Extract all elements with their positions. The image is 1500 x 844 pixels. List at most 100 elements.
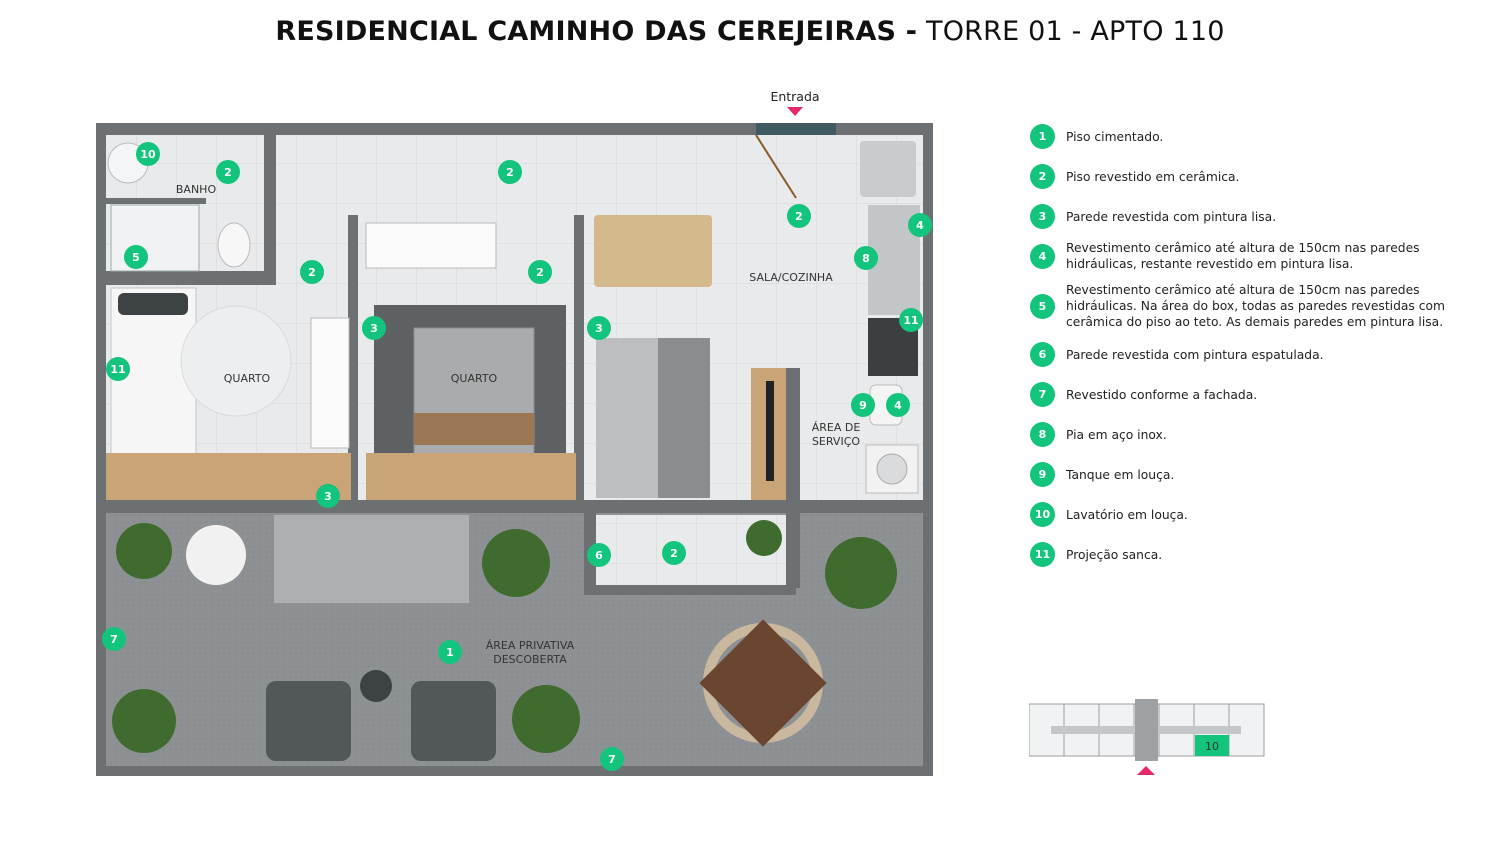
plan-marker: 9: [851, 393, 875, 417]
plants: [112, 520, 897, 753]
entrance-arrow-icon: [787, 107, 803, 116]
legend-item: 1 Piso cimentado.: [1030, 124, 1451, 149]
svg-text:11: 11: [903, 314, 918, 327]
plan-marker: 7: [102, 627, 126, 651]
legend-text: Parede revestida com pintura espatulada.: [1066, 347, 1324, 362]
room-label-quarto-1: QUARTO: [224, 372, 271, 385]
washer-drum: [876, 453, 908, 485]
legend-item: 3 Parede revestida com pintura lisa.: [1030, 204, 1451, 229]
side-table-round: [186, 525, 246, 585]
toilet: [217, 222, 251, 268]
svg-text:2: 2: [670, 547, 678, 560]
plan-marker: 2: [787, 204, 811, 228]
plan-marker: 2: [300, 260, 324, 284]
svg-text:9: 9: [859, 399, 867, 412]
plan-marker: 2: [498, 160, 522, 184]
svg-text:11: 11: [110, 363, 125, 376]
legend-item: 10 Lavatório em louça.: [1030, 502, 1451, 527]
wardrobe-1: [310, 317, 350, 449]
headboard-2: [366, 453, 576, 500]
room-label-area-privativa-1: ÁREA PRIVATIVA: [486, 639, 575, 652]
legend-number: 10: [1030, 502, 1055, 527]
svg-text:8: 8: [862, 252, 870, 265]
outdoor-dining-table: [699, 619, 827, 747]
svg-text:2: 2: [536, 266, 544, 279]
legend-text: Tanque em louça.: [1066, 467, 1175, 482]
room-label-banho: BANHO: [176, 183, 217, 196]
pillow: [118, 293, 188, 315]
wardrobe-2: [365, 222, 497, 269]
plan-marker: 4: [886, 393, 910, 417]
dining-table: [594, 215, 712, 287]
shower-box: [110, 204, 200, 272]
key-plan-core: [1135, 699, 1158, 761]
desk-1: [106, 453, 351, 500]
plan-marker: 1: [438, 640, 462, 664]
svg-text:3: 3: [324, 490, 332, 503]
floor-plan: BANHO QUARTO QUARTO SALA/COZINHA ÁREA DE…: [96, 123, 933, 776]
legend-text: Piso cimentado.: [1066, 129, 1164, 144]
living-rug: [658, 338, 710, 498]
plan-marker: 3: [316, 484, 340, 508]
coffee-table: [360, 670, 392, 702]
plan-marker: 11: [106, 357, 130, 381]
legend-text: Pia em aço inox.: [1066, 427, 1167, 442]
legend-number: 2: [1030, 164, 1055, 189]
svg-text:1: 1: [446, 646, 454, 659]
fridge: [860, 141, 916, 197]
svg-text:4: 4: [916, 219, 924, 232]
plan-marker: 11: [899, 308, 923, 332]
legend-text: Revestimento cerâmico até altura de 150c…: [1066, 283, 1445, 329]
plan-marker: 7: [600, 747, 624, 771]
legend-text: Lavatório em louça.: [1066, 507, 1188, 522]
tv: [766, 381, 774, 481]
rug-round: [180, 305, 292, 417]
plan-marker: 10: [136, 142, 160, 166]
svg-text:2: 2: [224, 166, 232, 179]
legend-text: Projeção sanca.: [1066, 547, 1163, 562]
plan-marker: 6: [587, 543, 611, 567]
plan-marker: 2: [662, 541, 686, 565]
legend-item: 2 Piso revestido em cerâmica.: [1030, 164, 1451, 189]
sofa: [596, 338, 658, 498]
plan-marker: 3: [362, 316, 386, 340]
entrance-door: [755, 134, 797, 199]
plan-marker: 3: [587, 316, 611, 340]
legend-text: Revestimento cerâmico até altura de 150c…: [1066, 241, 1420, 271]
svg-text:5: 5: [132, 251, 140, 264]
room-label-quarto-2: QUARTO: [451, 372, 498, 385]
legend-number: 4: [1030, 243, 1055, 269]
legend-item: 4 Revestimento cerâmico até altura de 150…: [1030, 240, 1451, 272]
key-plan-highlighted-unit: [1195, 735, 1229, 756]
svg-text:2: 2: [308, 266, 316, 279]
bed-blanket: [414, 413, 534, 445]
svg-text:6: 6: [595, 549, 603, 562]
legend-text: Parede revestida com pintura lisa.: [1066, 209, 1277, 224]
svg-text:10: 10: [140, 148, 156, 161]
outdoor-sofa: [274, 515, 469, 603]
page-title: RESIDENCIAL CAMINHO DAS CEREJEIRAS - TOR…: [275, 16, 1225, 47]
legend-item: 6 Parede revestida com pintura espatulada…: [1030, 342, 1451, 367]
svg-text:4: 4: [894, 399, 902, 412]
legend-number: 3: [1030, 204, 1055, 229]
legend-item: 9 Tanque em louça.: [1030, 462, 1451, 487]
svg-text:3: 3: [370, 322, 378, 335]
legend-number: 1: [1030, 124, 1055, 149]
svg-text:2: 2: [795, 210, 803, 223]
legend-number: 7: [1030, 382, 1055, 407]
svg-text:2: 2: [506, 166, 514, 179]
legend-item: 7 Revestido conforme a fachada.: [1030, 382, 1451, 407]
svg-text:7: 7: [608, 753, 616, 766]
plan-marker: 5: [124, 245, 148, 269]
legend-item: 5 Revestimento cerâmico até altura de 150…: [1030, 282, 1451, 330]
legend-number: 5: [1030, 293, 1055, 319]
legend-text: Revestido conforme a fachada.: [1066, 387, 1258, 402]
legend-text: Piso revestido em cerâmica.: [1066, 169, 1240, 184]
legend-number: 9: [1030, 462, 1055, 487]
plan-marker: 2: [216, 160, 240, 184]
legend-number: 6: [1030, 342, 1055, 367]
plan-marker: 4: [908, 213, 932, 237]
entrance-label: Entrada: [770, 89, 820, 104]
